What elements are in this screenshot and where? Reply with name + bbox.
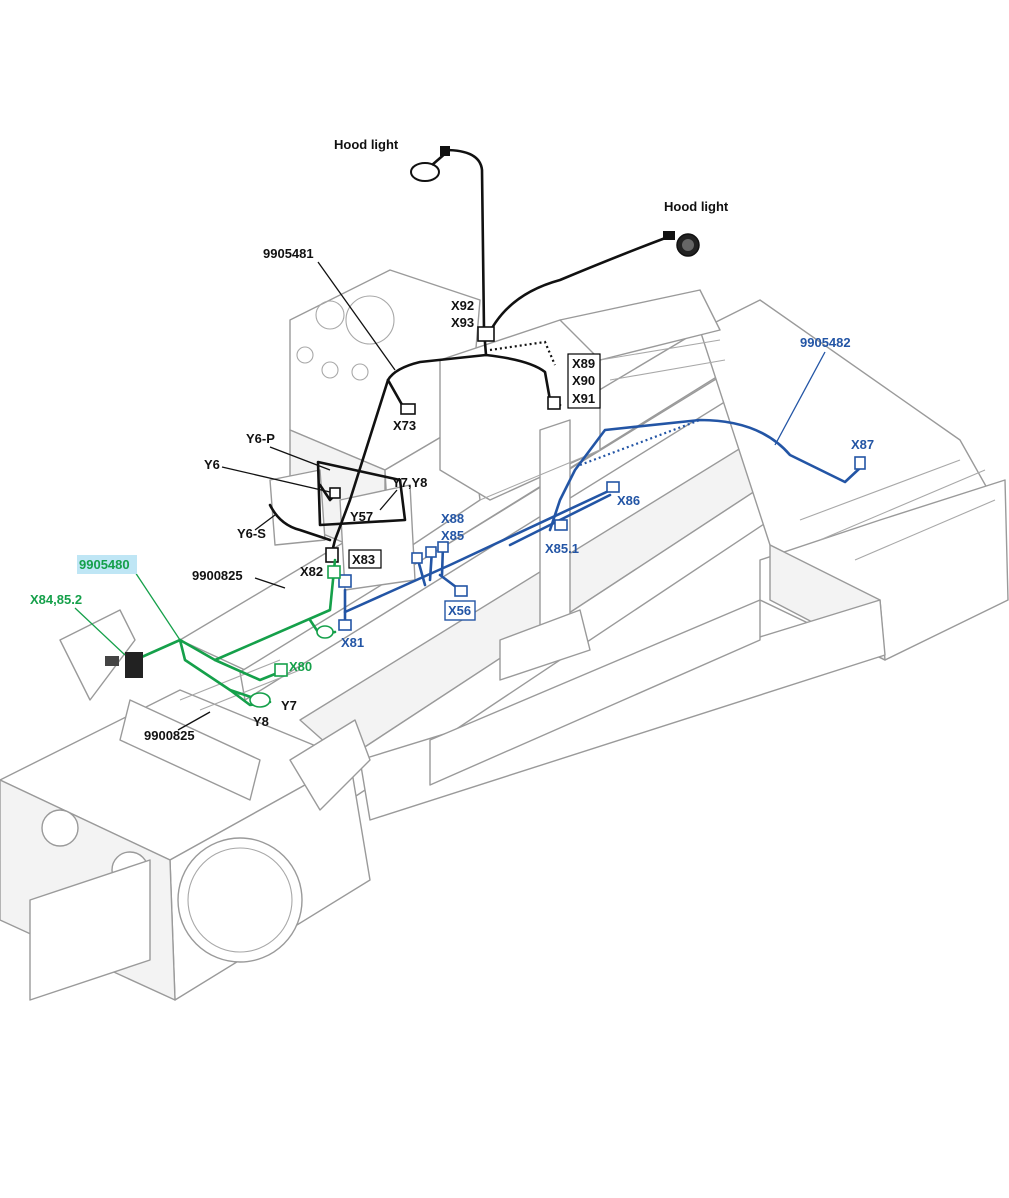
label-x80: X80	[289, 659, 312, 674]
label-9905482: 9905482	[800, 335, 851, 350]
label-y7-y8-combo: Y7,Y8	[392, 475, 427, 490]
label-x82: X82	[300, 564, 323, 579]
label-y6-p: Y6-P	[246, 431, 275, 446]
label-x87: X87	[851, 437, 874, 452]
label-x93: X93	[451, 315, 474, 330]
label-x73: X73	[393, 418, 416, 433]
box-x83	[348, 549, 382, 569]
label-y6-s: Y6-S	[237, 526, 266, 541]
harness-9905482	[338, 418, 866, 631]
label-9905480: 9905480	[79, 557, 130, 572]
label-x89: X89	[572, 356, 595, 371]
label-9905481: 9905481	[263, 246, 314, 261]
harness-9905481	[268, 148, 670, 563]
label-9900825-upper: 9900825	[192, 568, 243, 583]
label-x83: X83	[352, 552, 375, 567]
label-x85: X85	[441, 528, 464, 543]
label-y7: Y7	[281, 698, 297, 713]
label-x92: X92	[451, 298, 474, 313]
leader-lines	[74, 261, 826, 731]
label-y57: Y57	[350, 509, 373, 524]
harness-9905480	[133, 558, 341, 708]
machine-frame	[0, 269, 1009, 1001]
box-x89-x91	[567, 353, 601, 409]
label-9905480-highlight	[77, 555, 137, 574]
hood-light-left-lamp	[410, 146, 450, 182]
labels: Hood light Hood light 9905481 9905482 99…	[30, 137, 874, 743]
label-x85-1: X85.1	[545, 541, 579, 556]
label-x91: X91	[572, 391, 595, 406]
label-x86: X86	[617, 493, 640, 508]
label-x90: X90	[572, 373, 595, 388]
hood-light-right-lamp	[663, 231, 700, 257]
label-x88: X88	[441, 511, 464, 526]
label-y6: Y6	[204, 457, 220, 472]
label-hood-light-right: Hood light	[664, 199, 729, 214]
label-x56: X56	[448, 603, 471, 618]
x84-connector-block	[105, 652, 143, 678]
label-x84-85-2: X84,85.2	[30, 592, 82, 607]
label-y8: Y8	[253, 714, 269, 729]
box-x56	[444, 600, 476, 621]
label-x81: X81	[341, 635, 364, 650]
label-hood-light-left: Hood light	[334, 137, 399, 152]
label-9900825-lower: 9900825	[144, 728, 195, 743]
